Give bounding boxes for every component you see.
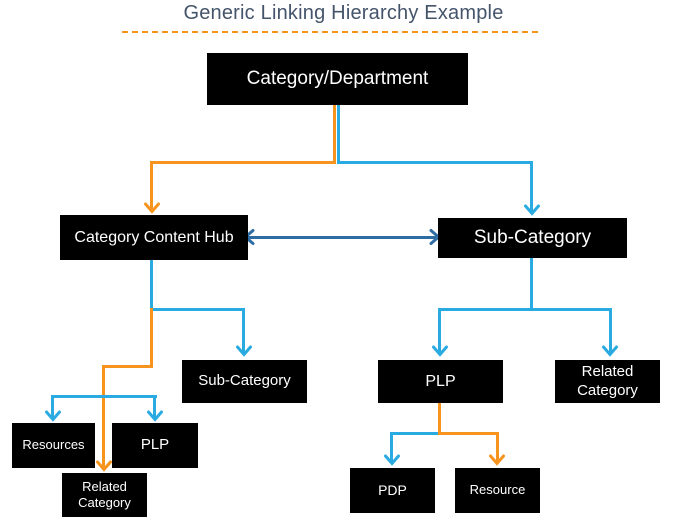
page-title: Generic Linking Hierarchy Example (183, 2, 504, 24)
edge-cch-subcat-drop (242, 308, 245, 354)
node-category-department: Category/Department (207, 53, 468, 105)
edge-cch-resources-plp-horizontal (51, 395, 157, 398)
node-pdp: PDP (350, 468, 435, 513)
node-pdp-label: PDP (378, 481, 407, 498)
edge-hub-subcategory-line (248, 236, 436, 239)
edge-top-blue-drop (530, 161, 533, 213)
edge-plp-right-stem (438, 403, 441, 435)
edge-subcat-plp-drop (438, 308, 441, 354)
arrowhead-down-related-category-left (96, 460, 112, 472)
arrowhead-down-sub-category (524, 204, 540, 216)
node-plp-left: PLP (112, 423, 198, 468)
edge-top-blue-stem (337, 105, 340, 164)
node-plp-left-label: PLP (140, 436, 170, 454)
edge-plp-resource-drop (496, 432, 499, 463)
edge-subcat-horizontal (438, 308, 612, 311)
edge-cch-stem (150, 260, 153, 310)
edge-subcat-relatedcategory-drop (609, 308, 612, 354)
edge-cch-subcat-horizontal (150, 308, 245, 311)
arrowhead-down-sub-category-small (236, 345, 252, 357)
node-related-category-left: Related Category (62, 473, 147, 517)
node-category-content-hub: Category Content Hub (60, 215, 248, 260)
arrowhead-down-category-content-hub (144, 202, 160, 214)
arrowhead-down-pdp (384, 454, 400, 466)
title-underline (122, 31, 538, 33)
edge-plp-pdp-drop (390, 432, 393, 463)
node-category-department-label: Category/Department (246, 68, 429, 90)
edge-plp-left-drop (153, 395, 156, 419)
node-related-category-right: Related Category (555, 360, 660, 403)
edge-plp-resource-horizontal (438, 432, 499, 435)
arrowhead-down-related-category-right (602, 345, 618, 357)
node-category-content-hub-label: Category Content Hub (74, 228, 234, 246)
edge-top-orange-drop (150, 161, 153, 211)
node-sub-category: Sub-Category (438, 218, 627, 258)
edge-subcat-stem (530, 258, 533, 310)
arrowhead-down-resources (45, 410, 61, 422)
arrowhead-down-resource (489, 454, 505, 466)
node-resource-label: Resource (469, 482, 526, 498)
arrowhead-down-plp-right (432, 345, 448, 357)
edge-resources-drop (51, 395, 54, 419)
edge-top-blue-horizontal (338, 161, 532, 164)
node-sub-category-small: Sub-Category (182, 360, 307, 403)
node-related-category-right-label: Related Category (577, 362, 638, 399)
edge-cch-orange-stem (150, 308, 153, 368)
node-plp-right-label: PLP (425, 372, 456, 390)
edge-cch-orange-jog (102, 365, 153, 368)
edge-top-orange-horizontal (150, 161, 336, 164)
edge-plp-pdp-horizontal (390, 432, 440, 435)
edge-cch-relatedcategory-drop (102, 365, 105, 469)
node-sub-category-label: Sub-Category (473, 227, 592, 249)
arrowhead-down-plp-left (147, 410, 163, 422)
node-resource: Resource (455, 468, 540, 513)
node-related-category-left-label: Related Category (78, 478, 131, 510)
node-plp-right: PLP (378, 360, 503, 403)
edge-top-orange-stem (333, 105, 336, 164)
node-sub-category-small-label: Sub-Category (198, 372, 291, 390)
node-resources-label: Resources (22, 437, 85, 453)
node-resources: Resources (12, 423, 95, 468)
